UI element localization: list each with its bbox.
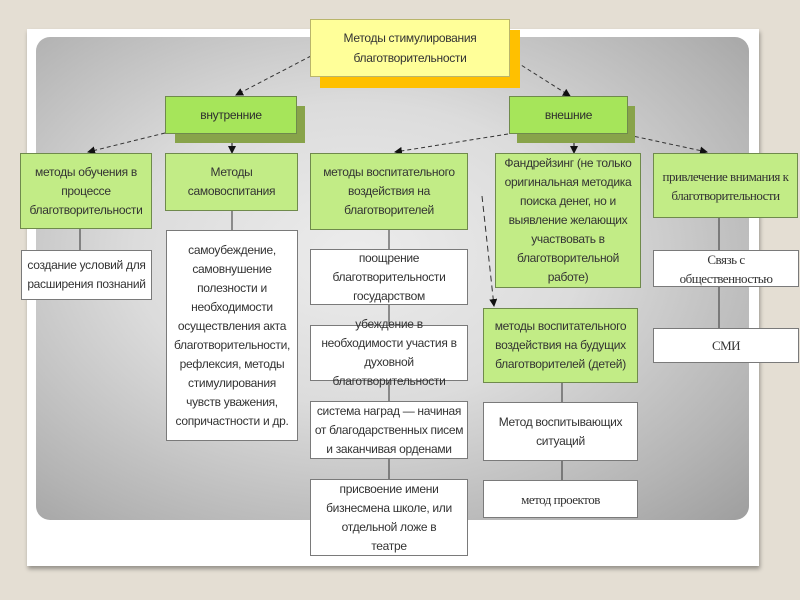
educational-child-3: система наград — начиная от благодарстве… bbox=[310, 401, 468, 459]
arrow-title-to-external bbox=[509, 57, 571, 97]
arrow-internal-to-learning bbox=[87, 132, 166, 155]
future-child-situations: Метод воспитывающих ситуаций bbox=[483, 402, 638, 461]
method-educational-influence: методы воспитательного воздействия на бл… bbox=[310, 153, 468, 230]
attention-child-media: СМИ bbox=[653, 328, 799, 363]
method-future-philanthropists: методы воспитательного воздействия на бу… bbox=[483, 308, 638, 383]
arrow-title-to-internal bbox=[235, 55, 312, 96]
educational-child-2: убеждение в необходимости участия в духо… bbox=[310, 317, 468, 388]
arrow-dashed-to-future bbox=[481, 195, 498, 307]
method-fundraising: Фандрейзинг (не только оригинальная мето… bbox=[495, 153, 641, 288]
method-learning-detail: создание условий для расширения познаний bbox=[21, 250, 152, 300]
future-child-projects: метод проектов bbox=[483, 480, 638, 518]
arrow-external-to-attention bbox=[627, 134, 708, 155]
method-self-education-detail: самоубеждение, самовнушение полезности и… bbox=[166, 230, 298, 441]
educational-child-1: поощрение благотворительности государств… bbox=[310, 249, 468, 305]
method-self-education: Методы самовоспитания bbox=[165, 153, 298, 211]
method-learning: методы обучения в процессе благотворител… bbox=[20, 153, 152, 229]
diagram-title: Методы стимулирования благотворительност… bbox=[310, 19, 510, 77]
attention-child-public-relations: Связь с общественностью bbox=[653, 250, 799, 287]
educational-child-4: присвоение имени бизнесмена школе, или о… bbox=[310, 479, 468, 556]
method-attention: привлечение внимания к благотворительнос… bbox=[653, 153, 798, 218]
category-external: внешние bbox=[509, 96, 628, 134]
arrow-external-to-educational bbox=[394, 133, 509, 155]
category-internal: внутренние bbox=[165, 96, 297, 134]
